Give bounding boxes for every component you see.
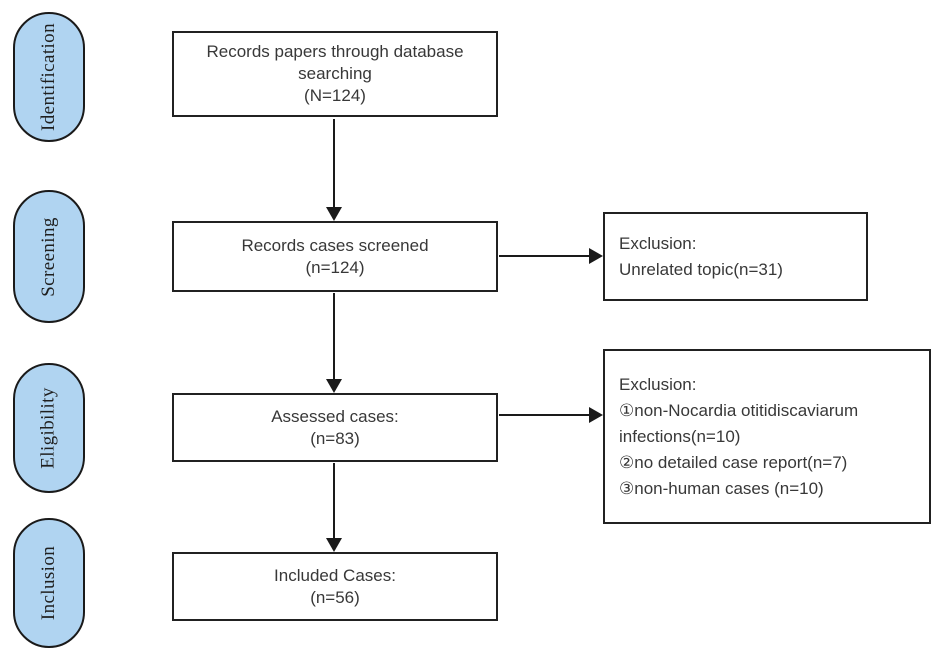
arrow-screened-to-exclusion (499, 248, 603, 264)
box-text-line: (n=124) (305, 257, 365, 277)
box-text-line: searching (298, 64, 372, 83)
exclusion-screening-box: Exclusion: Unrelated topic(n=31) (603, 212, 868, 301)
stage-label-screening: Screening (38, 216, 60, 297)
box-text-line: ①non-Nocardia otitidiscaviarum (619, 400, 859, 420)
arrow-shaft (332, 293, 336, 379)
stage-label-identification: Identification (38, 23, 60, 131)
arrow-shaft (332, 119, 336, 207)
exclusion-eligibility-box: Exclusion: ①non-Nocardia otitidiscaviaru… (603, 349, 931, 524)
included-cases-box: Included Cases: (n=56) (172, 552, 498, 621)
records-screened-box: Records cases screened (n=124) (172, 221, 498, 292)
arrow-records-to-screened (326, 119, 342, 221)
box-text-line: ②no detailed case report(n=7) (619, 452, 848, 472)
arrowhead-right-icon (589, 248, 603, 264)
box-text-line: Records papers through database (206, 42, 464, 61)
stage-pill-screening: Screening (13, 190, 85, 323)
arrowhead-down-icon (326, 207, 342, 221)
box-text-line: (N=124) (304, 86, 366, 105)
box-text-line: ③non-human cases (n=10) (619, 478, 824, 498)
arrowhead-down-icon (326, 379, 342, 393)
box-text-line: Included Cases: (274, 565, 396, 585)
stage-pill-identification: Identification (13, 12, 85, 142)
box-text-line: Exclusion: (619, 233, 697, 253)
box-text-line: (n=56) (310, 587, 360, 607)
arrow-screened-to-assessed (326, 293, 342, 393)
box-text-line: (n=83) (310, 428, 360, 448)
box-text-line: Assessed cases: (271, 406, 399, 426)
arrow-shaft (499, 413, 589, 417)
stage-label-inclusion: Inclusion (38, 545, 59, 621)
assessed-cases-box: Assessed cases: (n=83) (172, 393, 498, 462)
records-database-box: Records papers through database searchin… (172, 31, 498, 117)
stage-label-eligibility: Eligibility (38, 387, 59, 469)
stage-pill-inclusion: Inclusion (13, 518, 85, 648)
arrow-assessed-to-exclusion (499, 407, 603, 423)
arrowhead-right-icon (589, 407, 603, 423)
arrow-shaft (332, 463, 336, 538)
box-text-line: Exclusion: (619, 374, 697, 394)
box-text-line: infections(n=10) (619, 426, 741, 446)
box-text-line: Records cases screened (241, 235, 429, 255)
arrowhead-down-icon (326, 538, 342, 552)
arrow-assessed-to-included (326, 463, 342, 552)
box-text-line: Unrelated topic(n=31) (619, 259, 783, 279)
stage-pill-eligibility: Eligibility (13, 363, 85, 493)
arrow-shaft (499, 254, 589, 258)
